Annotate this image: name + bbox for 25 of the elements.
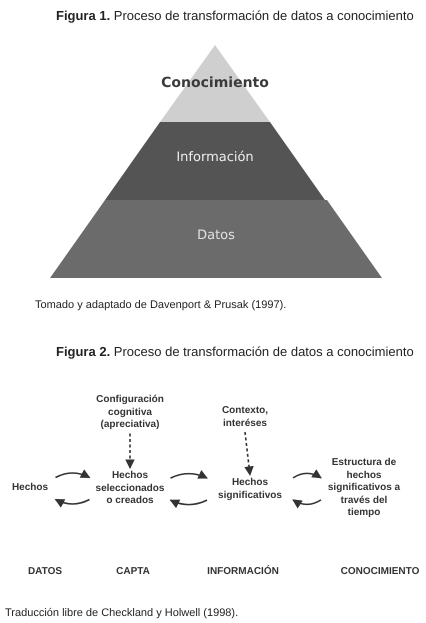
tier-label: Conocimiento — [160, 75, 270, 91]
concept-label: Contexto, interéses — [210, 405, 280, 430]
concept-label: Estructura de hechos significativos a través del tiempo — [324, 457, 404, 520]
concept-label: Hechos seleccionados o creados — [92, 470, 168, 508]
curved-arrow — [55, 469, 90, 478]
curved-arrow — [170, 499, 208, 508]
figure-title: Figura 1. Proceso de transformación de datos a conocimiento — [56, 8, 414, 23]
curved-arrow — [292, 469, 322, 479]
curved-arrow — [292, 499, 322, 508]
tier-label: Datos — [196, 228, 236, 243]
stage-label: INFORMACIÓN — [207, 566, 279, 577]
dashed-arrow — [244, 432, 254, 476]
dashed-arrow — [125, 434, 135, 469]
stage-label: CAPTA — [116, 566, 150, 577]
source-note: Traducción libre de Checkland y Holwell (1998). — [5, 607, 238, 619]
curved-arrow — [54, 498, 90, 508]
concept-label: Hechos — [8, 482, 52, 494]
stage-label: CONOCIMIENTO — [340, 566, 420, 577]
stage-label: DATOS — [28, 566, 62, 577]
curved-arrow — [170, 470, 208, 479]
source-note: Tomado y adaptado de Davenport & Prusak (1997). — [35, 299, 286, 311]
concept-label: Hechos significativos — [210, 477, 290, 502]
concept-label: Configuración cognitiva (apreciativa) — [90, 394, 170, 432]
tier-label: Información — [175, 150, 255, 165]
figure-title: Figura 2. Proceso de transformación de datos a conocimiento — [56, 344, 414, 359]
